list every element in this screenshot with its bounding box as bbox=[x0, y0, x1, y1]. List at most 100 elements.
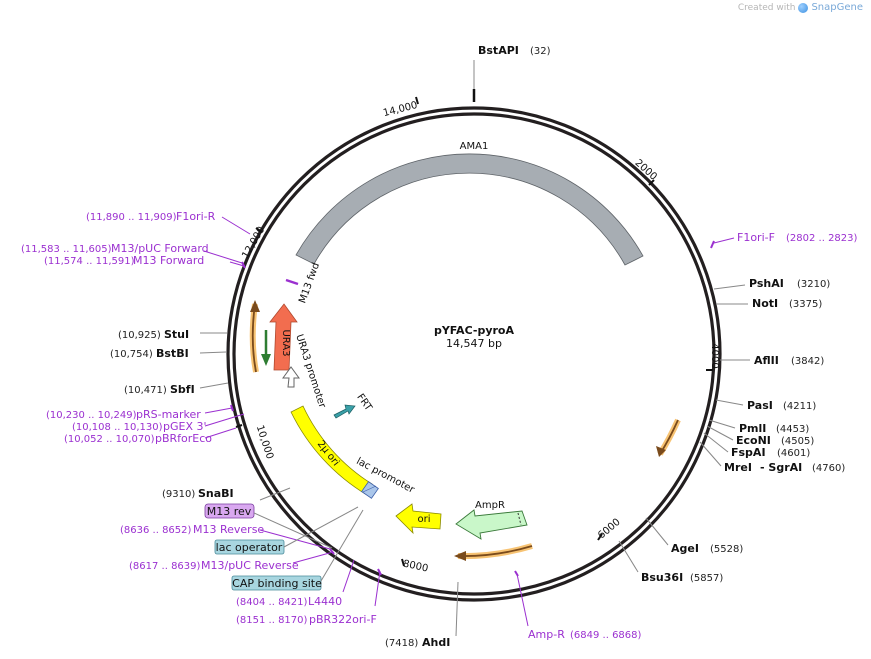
site-line-snabi bbox=[259, 487, 291, 501]
site-agei-pos: (5528) bbox=[710, 544, 743, 555]
label-ura3-promoter: URA3 promoter bbox=[293, 333, 327, 410]
site-bstapi-name[interactable]: BstAPI bbox=[478, 44, 519, 57]
site-noti-name[interactable]: NotI bbox=[752, 297, 778, 310]
label-frt: FRT bbox=[354, 392, 374, 414]
primer-l4440[interactable]: L4440 (8404 .. 8421) bbox=[236, 559, 355, 608]
svg-text:M13 Reverse: M13 Reverse bbox=[193, 523, 264, 536]
site-aflii-name[interactable]: AflII bbox=[754, 354, 779, 367]
plasmid-length: 14,547 bp bbox=[446, 337, 502, 350]
svg-text:M13 Forward: M13 Forward bbox=[133, 254, 204, 267]
site-fspai-pos: (4601) bbox=[777, 448, 810, 459]
site-line-mrei bbox=[699, 441, 722, 467]
site-line-sbfi bbox=[199, 382, 229, 389]
svg-text:(6849 .. 6868): (6849 .. 6868) bbox=[570, 630, 642, 641]
snapgene-logo-icon bbox=[798, 2, 809, 13]
site-bstapi-pos: (32) bbox=[530, 46, 551, 57]
svg-text:pBRforEco: pBRforEco bbox=[155, 432, 212, 445]
site-noti-pos: (3375) bbox=[789, 299, 822, 310]
site-ahdi-name[interactable]: AhdI bbox=[422, 636, 450, 649]
svg-text:(8636 .. 8652): (8636 .. 8652) bbox=[120, 525, 192, 536]
site-mrei-pos: (4760) bbox=[812, 463, 845, 474]
svg-text:pGEX 3': pGEX 3' bbox=[163, 420, 207, 433]
site-pshai-name[interactable]: PshAI bbox=[749, 277, 784, 290]
site-line-bstbi bbox=[199, 351, 227, 354]
svg-text:CAP binding site: CAP binding site bbox=[232, 577, 322, 590]
site-line-pasi bbox=[715, 399, 744, 406]
site-pasi-name[interactable]: PasI bbox=[747, 399, 773, 412]
primer-amp-r[interactable]: Amp-R (6849 .. 6868) bbox=[514, 570, 642, 641]
plasmid-name: pYFAC-pyroA bbox=[434, 324, 515, 337]
site-econi-name[interactable]: EcoNI bbox=[736, 434, 771, 447]
site-line-ahdi bbox=[455, 581, 459, 637]
feature-left-halo-arrow[interactable] bbox=[249, 300, 260, 373]
primer-m13-forward[interactable]: M13 Forward (11,574 .. 11,591) bbox=[44, 254, 246, 269]
site-stui-name[interactable]: StuI bbox=[164, 328, 189, 341]
site-bsu36i-name[interactable]: Bsu36I bbox=[641, 571, 683, 584]
primer-f1ori-f[interactable]: F1ori-F (2802 .. 2823) bbox=[710, 231, 858, 249]
created-with-text: Created with bbox=[737, 2, 796, 13]
feature-bottom-halo-arrow[interactable] bbox=[454, 543, 533, 561]
feature-lac-promoter-mark[interactable] bbox=[361, 481, 379, 499]
svg-text:(11,574 .. 11,591): (11,574 .. 11,591) bbox=[44, 256, 135, 267]
site-line-pmli bbox=[708, 419, 736, 429]
svg-text:(10,108 .. 10,130): (10,108 .. 10,130) bbox=[72, 422, 163, 433]
svg-text:6000: 6000 bbox=[596, 517, 623, 542]
feature-ama1[interactable] bbox=[295, 153, 644, 266]
svg-text:8000: 8000 bbox=[402, 559, 429, 575]
primer-pbrforeco[interactable]: pBRforEco (10,052 .. 10,070) bbox=[64, 427, 237, 445]
site-pmli-name[interactable]: PmlI bbox=[739, 422, 766, 435]
backbone-outer-ring bbox=[226, 106, 722, 602]
site-snabi-name[interactable]: SnaBI bbox=[198, 487, 234, 500]
site-line-fspai bbox=[703, 432, 729, 453]
tick-6000: 6000 bbox=[596, 517, 623, 542]
svg-text:(10,052 .. 10,070): (10,052 .. 10,070) bbox=[64, 434, 155, 445]
feature-right-halo-arrow[interactable] bbox=[656, 418, 681, 457]
primer-pgex3[interactable]: pGEX 3' (10,108 .. 10,130) bbox=[72, 413, 245, 433]
site-bstbi-name[interactable]: BstBI bbox=[156, 347, 189, 360]
feature-frt[interactable] bbox=[333, 404, 356, 419]
primer-m13-reverse[interactable]: M13 Reverse (8636 .. 8652) bbox=[120, 523, 331, 550]
svg-text:M13/pUC Reverse: M13/pUC Reverse bbox=[201, 559, 299, 572]
site-sbfi-name[interactable]: SbfI bbox=[170, 383, 195, 396]
box-cap-binding-site[interactable]: CAP binding site bbox=[231, 509, 364, 591]
primer-f1ori-r[interactable]: F1ori-R (11,890 .. 11,909) bbox=[86, 210, 251, 235]
feature-ura3[interactable] bbox=[269, 303, 298, 371]
tick-4000: 4000 bbox=[706, 343, 720, 371]
primer-pbr322ori-f[interactable]: pBR322ori-F (8151 .. 8170) bbox=[236, 568, 382, 626]
svg-text:L4440: L4440 bbox=[308, 595, 342, 608]
svg-text:M13 rev: M13 rev bbox=[207, 505, 252, 518]
site-snabi-pos: (9310) bbox=[162, 489, 195, 500]
site-agei-name[interactable]: AgeI bbox=[671, 542, 699, 555]
site-pasi-pos: (4211) bbox=[783, 401, 816, 412]
svg-text:F1ori-R: F1ori-R bbox=[176, 210, 216, 223]
feature-ampr[interactable] bbox=[455, 509, 528, 540]
site-fspai-name[interactable]: FspAI bbox=[731, 446, 766, 459]
snapgene-brand: SnapGene bbox=[811, 2, 863, 13]
box-lac-operator[interactable]: lac operator bbox=[214, 506, 359, 555]
feature-m13-fwd-mark bbox=[285, 278, 299, 286]
site-mrei-name[interactable]: MreI bbox=[724, 461, 752, 474]
feature-green-arrow[interactable] bbox=[261, 330, 271, 366]
svg-text:lac operator: lac operator bbox=[216, 541, 283, 554]
primer-m13-puc-forward[interactable]: M13/pUC Forward (11,583 .. 11,605) bbox=[21, 242, 243, 264]
site-pmli-pos: (4453) bbox=[776, 424, 809, 435]
svg-text:(2802 .. 2823): (2802 .. 2823) bbox=[786, 233, 858, 244]
label-ura3: URA3 bbox=[280, 329, 291, 356]
primer-m13-puc-reverse[interactable]: M13/pUC Reverse (8617 .. 8639) bbox=[129, 548, 335, 572]
site-aflii-pos: (3842) bbox=[791, 356, 824, 367]
primer-prs-marker[interactable]: pRS-marker (10,230 .. 10,249) bbox=[46, 404, 234, 421]
svg-text:(8151 .. 8170): (8151 .. 8170) bbox=[236, 615, 308, 626]
feature-ura3-promoter-arrow[interactable] bbox=[282, 366, 300, 388]
svg-text:M13/pUC Forward: M13/pUC Forward bbox=[111, 242, 209, 255]
site-bstbi-pos: (10,754) bbox=[110, 349, 153, 360]
site-line-bsu36i bbox=[618, 540, 639, 573]
box-m13-rev[interactable]: M13 rev bbox=[204, 503, 333, 549]
svg-text:Amp-R: Amp-R bbox=[528, 628, 565, 641]
site-pshai-pos: (3210) bbox=[797, 279, 830, 290]
site-line-agei bbox=[645, 517, 669, 546]
label-ori: ori bbox=[417, 514, 430, 525]
site-sgrai-name[interactable]: - SgrAI bbox=[760, 461, 802, 474]
svg-text:(11,583 .. 11,605): (11,583 .. 11,605) bbox=[21, 244, 112, 255]
feature-ori[interactable] bbox=[395, 503, 442, 535]
